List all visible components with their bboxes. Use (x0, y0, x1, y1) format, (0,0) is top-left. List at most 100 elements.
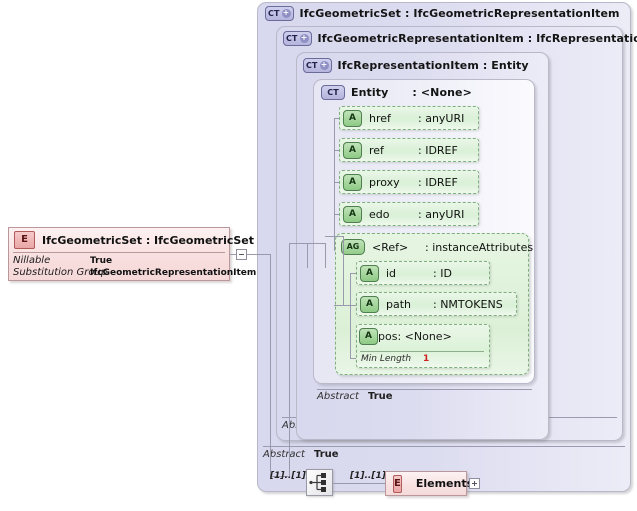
attribute-type: : anyURI (418, 207, 465, 221)
plus-icon: + (281, 8, 291, 18)
entity-tree-branch (334, 214, 342, 215)
ct-badge-icon: CT+ (265, 6, 294, 21)
attribute-row-pos-group[interactable] (356, 324, 490, 368)
attribute-row-path[interactable]: A path : NMTOKENS (356, 292, 517, 316)
abstract-row-outer: Abstract True (263, 449, 339, 460)
ag-badge-icon: AG (341, 239, 365, 255)
attribute-name: ref (369, 143, 384, 157)
attribute-row-proxy[interactable]: A proxy : IDREF (339, 170, 479, 194)
abstract-divider (317, 389, 532, 390)
element-badge-icon: E (393, 474, 402, 493)
ag-tree-spine (350, 273, 351, 358)
source-element-box[interactable] (8, 227, 230, 281)
ct-badge-icon: CT+ (283, 31, 312, 46)
child-element-label: Elements (415, 477, 474, 490)
entity-tree-branch (334, 150, 342, 151)
sequence-icon[interactable] (306, 469, 333, 496)
attribute-name: pos (378, 330, 398, 343)
container-header-ifcgeometricset: CT+ IfcGeometricSet : IfcGeometricRepres… (265, 6, 620, 21)
routing-line-bottom-outer (270, 476, 288, 477)
attribute-type: : ID (433, 266, 452, 280)
attribute-badge-icon: A (360, 295, 379, 313)
attribute-type: : anyURI (418, 111, 465, 125)
container-header-ifcrepresentationitem: CT+ IfcRepresentationItem : Entity (303, 58, 529, 73)
attribute-group-type: : instanceAttributes (425, 240, 534, 254)
attribute-row-href[interactable]: A href : anyURI (339, 106, 479, 130)
attribute-row-id[interactable]: A id : ID (356, 261, 490, 285)
attribute-badge-icon: A (343, 173, 362, 191)
abstract-divider (263, 446, 625, 447)
attribute-type: : <None> (397, 330, 452, 343)
routing-line-level3 (307, 243, 308, 268)
attribute-group-name: <Ref> (372, 240, 409, 254)
connector-source-to-toggle (230, 254, 236, 255)
abstract-label: Abstract (263, 449, 305, 460)
source-element-divider (13, 252, 225, 253)
facet-value: 1 (423, 354, 430, 364)
entity-header: CT Entity : <None> (321, 85, 472, 100)
attribute-type: : IDREF (418, 143, 458, 157)
ag-tree-branch (350, 273, 359, 274)
expand-toggle-elements[interactable] (469, 478, 480, 489)
attribute-type: : IDREF (418, 175, 458, 189)
cardinality-left: [1]..[1] (270, 471, 306, 481)
property-value-nillable: True (90, 256, 113, 266)
entity-type: : <None> (412, 86, 472, 99)
entity-tree-spine (334, 118, 335, 250)
routing-line-ag (343, 236, 344, 306)
attribute-badge-icon: A (359, 328, 378, 345)
container-title: IfcRepresentationItem : Entity (337, 59, 529, 72)
attribute-name: proxy (369, 175, 400, 189)
abstract-label: Abstract (317, 391, 359, 402)
facet-label: Min Length (361, 354, 412, 364)
abstract-row-inner: Abstract True (317, 391, 393, 402)
attribute-badge-icon: A (360, 264, 379, 282)
attribute-badge-icon: A (343, 205, 362, 223)
ct-badge-icon: CT+ (303, 58, 332, 73)
facet-divider (360, 351, 484, 352)
entity-name: Entity (351, 86, 389, 99)
property-value-substitution-group: IfcGeometricRepresentationItem (90, 268, 257, 278)
routing-line-level3-top (307, 243, 325, 244)
routing-line-ag-in (334, 305, 350, 306)
facet-min-length: Min Length 1 (361, 354, 429, 364)
collapse-toggle-source[interactable] (236, 249, 247, 260)
property-key-substitution-group: Substitution Group (13, 267, 108, 278)
container-title: IfcGeometricRepresentationItem : IfcRepr… (317, 32, 637, 45)
cardinality-right: [1]..[1] (350, 471, 386, 481)
connector-seq-to-element (333, 483, 385, 484)
attribute-group-header: AG <Ref> : instanceAttributes (341, 239, 533, 255)
source-element-title-row: E IfcGeometricSet : IfcGeometricSet (14, 231, 254, 249)
entity-tree-branch (334, 182, 342, 183)
container-title: IfcGeometricSet : IfcGeometricRepresenta… (299, 7, 620, 20)
container-header-ifcgeometricrepresentationitem: CT+ IfcGeometricRepresentationItem : Ifc… (283, 31, 637, 46)
plus-icon: + (299, 33, 309, 43)
attribute-badge-icon: A (343, 141, 362, 159)
attribute-type: : NMTOKENS (433, 297, 503, 311)
plus-icon: + (319, 60, 329, 70)
entity-tree-branch (334, 118, 342, 119)
attribute-name: id (386, 266, 397, 280)
property-key-nillable: Nillable (13, 255, 51, 266)
routing-line-entity-top (325, 236, 343, 237)
attribute-row-pos: A pos : <None> (359, 326, 487, 347)
attribute-row-ref[interactable]: A ref : IDREF (339, 138, 479, 162)
ag-tree-branch (350, 358, 359, 359)
element-badge-icon: E (14, 231, 35, 249)
routing-line-entity (325, 243, 326, 268)
attribute-row-edo[interactable]: A edo : anyURI (339, 202, 479, 226)
attribute-badge-icon: A (343, 109, 362, 127)
child-element-elements[interactable]: E Elements (385, 471, 473, 496)
ag-tree-branch (350, 305, 359, 306)
attribute-name: href (369, 111, 391, 125)
source-element-title: IfcGeometricSet : IfcGeometricSet (42, 233, 255, 247)
sequence-glyph (309, 473, 326, 492)
attribute-name: path (386, 297, 412, 311)
routing-line-level2-top (289, 243, 307, 244)
abstract-value: True (313, 449, 339, 460)
attribute-name: edo (369, 207, 390, 221)
connector-toggle-to-tree (247, 254, 270, 255)
ct-badge-icon: CT (321, 85, 345, 100)
abstract-value: True (367, 391, 393, 402)
